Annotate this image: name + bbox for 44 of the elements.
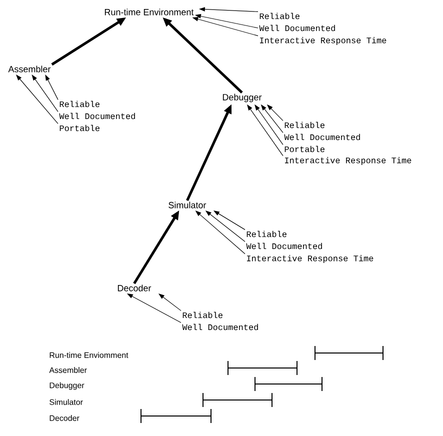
arrow — [194, 14, 258, 28]
arrow — [213, 210, 246, 230]
attribute-label: Reliable — [260, 12, 300, 20]
row-label: Run-time Enviomment — [50, 352, 128, 358]
arrow — [195, 210, 246, 254]
arrow — [158, 294, 182, 311]
attribute-label: Portable — [60, 124, 100, 132]
attribute-label: Well Documented — [259, 24, 335, 32]
attribute-label: Well Documented — [59, 112, 135, 120]
attribute-label: Reliable — [246, 230, 286, 238]
attribute-label: Reliable — [60, 100, 100, 108]
arrow — [45, 74, 58, 100]
attribute-label: Well Documented — [182, 324, 258, 330]
arrow — [205, 210, 246, 242]
attribute-label: Portable — [284, 146, 324, 152]
arrow — [51, 18, 126, 66]
arrow — [126, 294, 182, 323]
system-label: Assembler — [8, 66, 51, 72]
arrow — [32, 74, 58, 112]
arrow — [260, 104, 284, 133]
attribute-label: Reliable — [284, 122, 324, 128]
system-label: Run-time Environment — [104, 8, 194, 16]
system-label: Simulator — [168, 202, 206, 208]
attribute-label: Reliable — [182, 312, 222, 318]
system-label: Decoder — [118, 284, 152, 292]
arrow — [186, 104, 232, 202]
arrow — [254, 104, 284, 145]
attribute-label: Interactive Response Time — [260, 37, 386, 45]
attribute-label: Well Documented — [284, 134, 360, 140]
row-label: Simulator — [50, 399, 83, 405]
arrow — [247, 104, 284, 156]
row-label: Decoder — [50, 415, 80, 421]
row-label: Debugger — [50, 382, 84, 390]
row-label: Assembler — [49, 367, 87, 373]
arrow — [162, 18, 243, 94]
arrow — [198, 7, 258, 12]
arrow — [133, 210, 180, 284]
arrow — [16, 74, 58, 124]
attribute-label: Interactive Response Time — [285, 157, 412, 165]
arrow — [192, 17, 258, 36]
attribute-label: Well Documented — [246, 242, 322, 250]
arrow — [266, 104, 284, 121]
system-label: Debugger — [222, 94, 262, 102]
attribute-label: Interactive Response Time — [247, 255, 374, 263]
